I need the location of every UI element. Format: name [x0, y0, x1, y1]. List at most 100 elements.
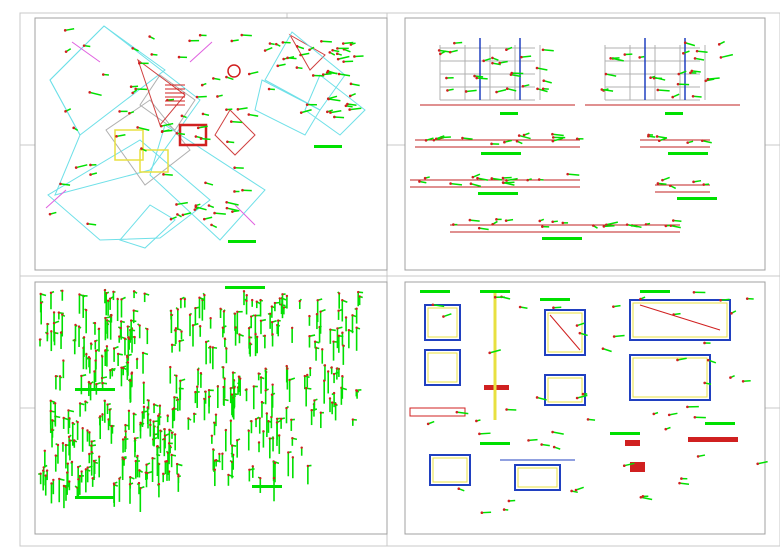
pipe	[536, 396, 547, 401]
pipe	[579, 332, 588, 337]
fitting	[68, 417, 71, 420]
fitting	[227, 473, 230, 477]
pipe	[474, 75, 484, 78]
title-bar	[668, 152, 708, 155]
fitting	[351, 418, 355, 421]
fixture-marker	[682, 51, 685, 55]
fixture-marker	[233, 190, 236, 193]
title-bar	[75, 388, 115, 391]
panel-border	[34, 281, 388, 535]
fixture-marker	[213, 211, 216, 215]
fitting	[173, 433, 177, 436]
pipe	[432, 304, 445, 308]
fitting	[268, 312, 272, 315]
fixture-marker	[552, 306, 555, 310]
fitting	[222, 385, 225, 389]
fixture-marker	[74, 166, 78, 169]
title-bar	[225, 286, 265, 289]
fitting	[176, 308, 179, 311]
fixture-marker	[729, 376, 732, 379]
title-bar	[228, 240, 256, 243]
pipe	[350, 83, 360, 87]
fitting	[163, 437, 166, 441]
fitting	[259, 298, 262, 302]
fitting	[158, 404, 162, 407]
title-bar	[677, 197, 717, 200]
fixture-marker	[719, 298, 722, 302]
fitting	[61, 442, 65, 445]
fixture-marker	[445, 76, 448, 80]
fitting	[45, 469, 49, 472]
pipe	[454, 41, 463, 44]
fixture-marker	[649, 76, 652, 79]
fixture-marker	[505, 48, 508, 51]
fitting	[165, 460, 169, 463]
fitting	[341, 299, 344, 302]
fitting	[151, 457, 154, 460]
fitting	[229, 419, 233, 423]
pipe	[337, 55, 350, 60]
fitting	[170, 343, 174, 347]
pipe	[510, 73, 522, 78]
fitting	[219, 307, 222, 311]
fixture-marker	[431, 303, 435, 307]
fitting	[351, 314, 354, 317]
fitting	[322, 379, 326, 383]
pipe	[466, 89, 477, 93]
fitting	[172, 407, 176, 410]
fixture-marker	[551, 430, 554, 434]
fitting	[285, 364, 288, 368]
fitting	[271, 333, 274, 336]
pipe	[541, 443, 550, 447]
pipe	[195, 206, 207, 211]
fixture-marker	[276, 64, 280, 68]
fitting	[39, 472, 42, 475]
fitting	[144, 471, 148, 474]
fitting	[306, 464, 310, 468]
bath-area	[114, 129, 144, 161]
fixture-marker	[482, 59, 485, 63]
pipe	[670, 224, 681, 229]
pipe	[707, 359, 717, 364]
fixture-marker	[612, 335, 616, 338]
fixture-marker	[647, 134, 650, 138]
fixture-marker	[664, 427, 668, 431]
fixture-marker	[321, 73, 325, 76]
pipe	[602, 347, 612, 353]
panel-border	[34, 17, 388, 271]
fitting	[86, 466, 89, 469]
title-bar	[542, 237, 582, 240]
fixture-marker	[457, 487, 461, 491]
pipe	[477, 177, 489, 181]
fitting	[291, 437, 294, 440]
fitting	[245, 388, 248, 391]
fitting	[259, 376, 263, 379]
fixture-marker	[452, 223, 455, 226]
fitting	[213, 468, 217, 471]
fixture-marker	[612, 305, 615, 308]
fitting	[146, 327, 149, 331]
fitting	[132, 290, 136, 293]
fixture-marker	[349, 82, 353, 86]
fitting	[260, 400, 264, 404]
fitting	[132, 309, 135, 312]
pipe	[657, 135, 667, 139]
fitting	[46, 332, 49, 335]
fixture-marker	[196, 126, 200, 130]
tank-lining	[632, 357, 708, 398]
fitting	[321, 348, 324, 351]
pipe	[679, 482, 690, 486]
fixture-marker	[140, 147, 143, 150]
fitting	[303, 374, 306, 378]
fixture-marker	[495, 218, 498, 221]
core-outline	[139, 74, 196, 131]
pipe	[677, 357, 687, 361]
title-bar	[540, 298, 570, 301]
fixture-marker	[490, 142, 493, 146]
fixture-marker	[695, 49, 699, 53]
pipe	[567, 173, 580, 176]
fixture-marker	[89, 173, 92, 176]
fitting	[85, 353, 88, 356]
fixture-marker	[535, 66, 539, 70]
pipe	[691, 70, 701, 73]
